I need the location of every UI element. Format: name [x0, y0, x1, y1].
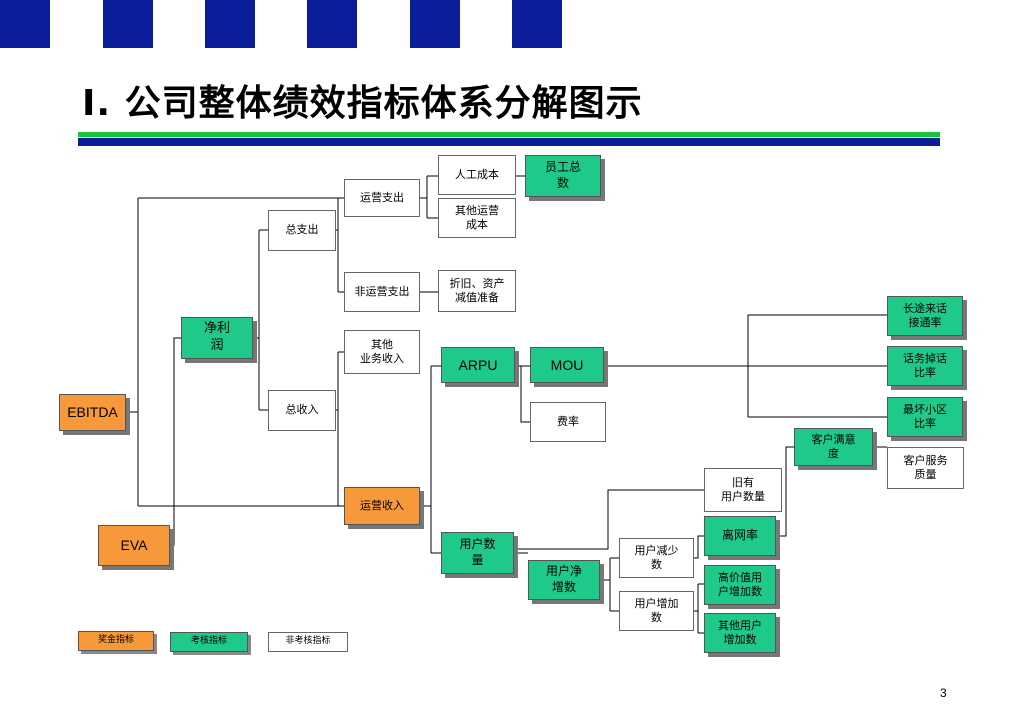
user-decrease-node: 用户减少 数	[619, 538, 694, 578]
legend-non-assessment-indicator: 非考核指标	[268, 632, 348, 652]
operating-expense-node: 运营支出	[344, 179, 420, 217]
bar-square	[103, 0, 153, 48]
top-decoration-bar	[0, 0, 1024, 48]
customer-service-quality-node: 客户服务 质量	[887, 447, 964, 489]
other-business-revenue-node: 其他 业务收入	[344, 330, 420, 374]
bar-square	[0, 0, 50, 48]
bar-square	[410, 0, 460, 48]
operating-revenue-node: 运营收入	[344, 487, 420, 525]
arpu-node: ARPU	[441, 347, 515, 383]
employee-count-node: 员工总 数	[525, 155, 601, 197]
tariff-node: 费率	[530, 402, 606, 442]
mou-node: MOU	[530, 347, 604, 383]
user-count-node: 用户数 量	[441, 532, 514, 574]
worst-cell-rate-node: 最坏小区 比率	[887, 397, 963, 437]
page-number: 3	[940, 686, 947, 700]
bar-square	[512, 0, 562, 48]
labor-cost-node: 人工成本	[438, 155, 516, 195]
other-operating-cost-node: 其他运营 成本	[438, 198, 516, 238]
existing-users-node: 旧有 用户数量	[704, 468, 782, 512]
ebitda-node: EBITDA	[59, 394, 126, 431]
slide-title: I. 公司整体绩效指标体系分解图示	[82, 83, 643, 124]
net-profit-node: 净利 润	[181, 317, 253, 359]
total-expense-node: 总支出	[268, 210, 336, 251]
title-rule-blue	[78, 138, 940, 146]
other-user-increase-node: 其他用户 增加数	[704, 613, 776, 653]
net-user-growth-node: 用户净 增数	[528, 560, 600, 600]
title-rule-green	[78, 132, 940, 137]
eva-node: EVA	[98, 525, 170, 566]
legend-bonus-indicator: 奖金指标	[78, 631, 154, 651]
total-revenue-node: 总收入	[268, 390, 336, 431]
non-operating-expense-node: 非运营支出	[344, 272, 420, 312]
bar-square	[205, 0, 255, 48]
depreciation-node: 折旧、资产 减值准备	[438, 270, 516, 312]
long-distance-connect-node: 长途来话 接通率	[887, 296, 963, 336]
legend-assessment-indicator: 考核指标	[170, 632, 248, 652]
bar-square	[307, 0, 357, 48]
customer-satisfaction-node: 客户满意 度	[794, 428, 873, 466]
churn-rate-node: 离网率	[704, 516, 776, 556]
call-drop-rate-node: 话务掉话 比率	[887, 346, 963, 386]
user-increase-node: 用户增加 数	[619, 591, 694, 631]
high-value-user-increase-node: 高价值用 户增加数	[704, 565, 776, 605]
